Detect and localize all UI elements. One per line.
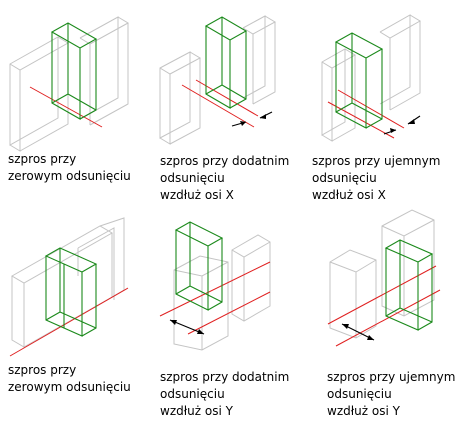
mullion-box <box>334 32 384 129</box>
caption-line: zerowym odsunięciu <box>8 169 131 183</box>
wall-outline <box>10 217 125 348</box>
caption-y-zero: szpros przy zerowym odsunięciu <box>8 362 131 396</box>
panel-y-zero-illustration <box>9 217 129 357</box>
wall-outline-left <box>329 249 377 339</box>
caption-line: szpros przy ujemnym <box>327 370 456 384</box>
wall-outline-right <box>242 15 277 105</box>
wall-outline-right <box>381 209 435 317</box>
axis-line <box>181 84 255 128</box>
dimension-arrows <box>169 319 205 335</box>
caption-line: wzdłuż osi Y <box>160 404 233 418</box>
mullion-box <box>204 16 248 109</box>
axis-line-offset <box>327 101 395 139</box>
panel-x-zero-illustration <box>9 16 130 152</box>
axis-line <box>159 261 271 317</box>
dimension-arrows <box>341 323 375 341</box>
axis-line-offset <box>187 291 271 335</box>
caption-line: odsunięciu <box>312 171 377 185</box>
axis-line-offset <box>195 79 259 117</box>
caption-line: szpros przy ujemnym <box>312 154 441 168</box>
wall-outline-right <box>379 14 421 111</box>
caption-line: wzdłuż osi X <box>312 188 386 202</box>
axis-line <box>337 89 405 129</box>
caption-line: szpros przy <box>8 152 77 166</box>
mullion-box <box>384 239 434 331</box>
caption-line: odsunięciu <box>160 387 225 401</box>
panel-x-negative-illustration <box>321 14 421 142</box>
wall-outline-right <box>231 234 271 322</box>
caption-line: odsunięciu <box>160 171 225 185</box>
caption-y-positive: szpros przy dodatnim odsunięciu wzdłuż o… <box>160 369 289 420</box>
caption-line: zerowym odsunięciu <box>8 380 131 394</box>
dimension-arrows <box>231 111 273 127</box>
mullion-box <box>174 221 224 311</box>
wall-outline-left <box>9 36 69 152</box>
caption-x-negative: szpros przy ujemnym odsunięciu wzdłuż os… <box>312 153 440 204</box>
axis-line <box>9 287 129 357</box>
mullion-box <box>44 247 98 337</box>
caption-x-positive: szpros przy dodatnim odsunięciu wzdłuż o… <box>160 153 289 204</box>
panel-x-positive-illustration <box>159 15 277 145</box>
mullion-box <box>50 22 98 120</box>
axis-line-offset <box>335 289 441 347</box>
caption-line: szpros przy dodatnim <box>160 154 290 168</box>
dimension-arrows <box>383 115 421 135</box>
caption-line: odsunięciu <box>327 387 392 401</box>
caption-line: szpros przy <box>8 363 77 377</box>
wall-outline-left <box>173 255 229 351</box>
wall-outline-left <box>159 51 202 145</box>
caption-line: wzdłuż osi X <box>160 188 234 202</box>
caption-line: szpros przy dodatnim <box>160 370 290 384</box>
caption-y-negative: szpros przy ujemnym odsunięciu wzdłuż os… <box>327 369 455 420</box>
caption-line: wzdłuż osi Y <box>327 404 400 418</box>
panel-y-positive-illustration <box>159 221 271 351</box>
axis-line <box>29 86 103 128</box>
panel-y-negative-illustration <box>327 209 441 347</box>
wall-outline-right <box>79 16 130 126</box>
caption-x-zero: szpros przy zerowym odsunięciu <box>8 151 131 185</box>
wall-outline-left <box>321 48 356 142</box>
